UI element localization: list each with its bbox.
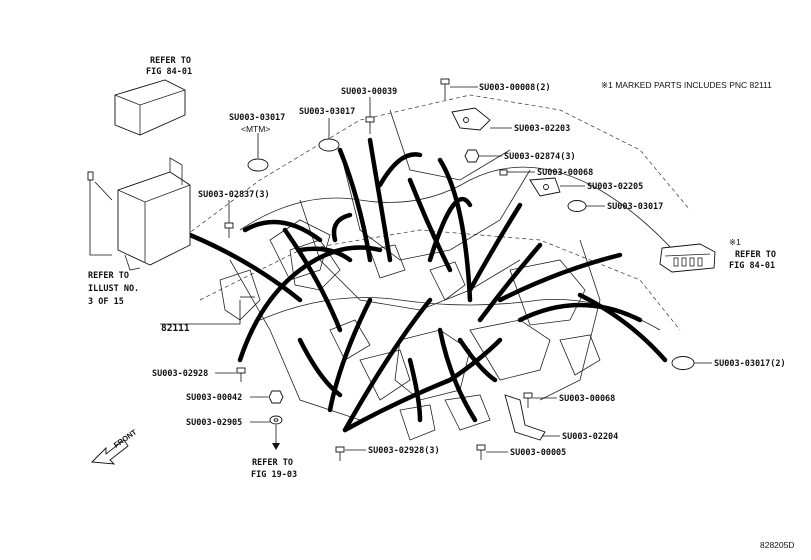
diagram-id: 828205D <box>760 540 795 550</box>
label-02928-left: SU003-02928 <box>152 369 208 379</box>
ref-right-2: REFER TO <box>735 250 776 260</box>
label-02204: SU003-02204 <box>562 432 618 442</box>
label-02837: SU003-02837(3) <box>198 190 270 200</box>
label-mtm-tag: <MTM> <box>241 124 270 134</box>
bolt-02928-left <box>236 367 246 382</box>
bolt-00068-bot <box>523 392 533 408</box>
ref-topleft-1: REFER TO <box>150 56 191 66</box>
label-02928-3: SU003-02928(3) <box>368 446 440 456</box>
clip-03017-mid <box>318 138 340 152</box>
clip-03017-2 <box>671 356 695 370</box>
bracket-02205 <box>529 177 561 197</box>
label-00005: SU003-00005 <box>510 448 566 458</box>
ref-illust-3: 3 OF 15 <box>88 297 124 307</box>
bolt-02837 <box>224 222 234 238</box>
bracket-02204 <box>504 394 546 441</box>
ref-bottom-2: FIG 19-03 <box>251 470 297 480</box>
ref-topleft-2: FIG 84-01 <box>146 67 192 77</box>
ref-bottom-1: REFER TO <box>252 458 293 468</box>
bolt-00005 <box>476 444 486 460</box>
bolt-02928-3 <box>335 446 345 461</box>
label-00068-top: SU003-00068 <box>537 168 593 178</box>
ref-right-3: FIG 84-01 <box>729 261 775 271</box>
leader-lines <box>160 86 712 453</box>
junction-connector <box>659 243 716 273</box>
main-part-number: 82111 <box>161 323 190 334</box>
bolt-00008 <box>440 78 450 100</box>
label-02205: SU003-02205 <box>587 182 643 192</box>
nut-00042 <box>268 390 284 404</box>
label-03017-right: SU003-03017 <box>607 202 663 212</box>
label-03017-2: SU003-03017(2) <box>714 359 786 369</box>
label-00068-bot: SU003-00068 <box>559 394 615 404</box>
label-02874: SU003-02874(3) <box>504 152 576 162</box>
bolt-00039 <box>365 116 375 134</box>
label-03017-mtm: SU003-03017 <box>229 113 285 123</box>
labels: ※1 MARKED PARTS INCLUDES PNC 82111 REFER… <box>88 56 795 550</box>
ref-right-1: ※1 <box>729 237 741 247</box>
clip-03017-mtm <box>247 158 269 172</box>
ref-illust-2: ILLUST NO. <box>88 284 139 294</box>
wire-harness <box>187 137 668 433</box>
bracket-02203 <box>451 107 491 131</box>
nut-02874 <box>464 149 480 163</box>
relay-block <box>117 157 191 271</box>
label-00042: SU003-00042 <box>186 393 242 403</box>
clip-03017-right <box>567 200 587 212</box>
note-text: ※1 MARKED PARTS INCLUDES PNC 82111 <box>601 80 772 90</box>
washer-02905 <box>269 415 283 425</box>
label-00039: SU003-00039 <box>341 87 397 97</box>
label-02203: SU003-02203 <box>514 124 570 134</box>
label-00008: SU003-00008(2) <box>479 83 551 93</box>
label-02905: SU003-02905 <box>186 418 242 428</box>
relay-block-mount-bolt <box>87 171 113 256</box>
ref-illust-1: REFER TO <box>88 271 129 281</box>
relay-block-cover <box>114 79 186 136</box>
label-03017-mid: SU003-03017 <box>299 107 355 117</box>
bolt-00068-top <box>499 169 518 176</box>
front-arrow: FRONT <box>91 427 139 465</box>
